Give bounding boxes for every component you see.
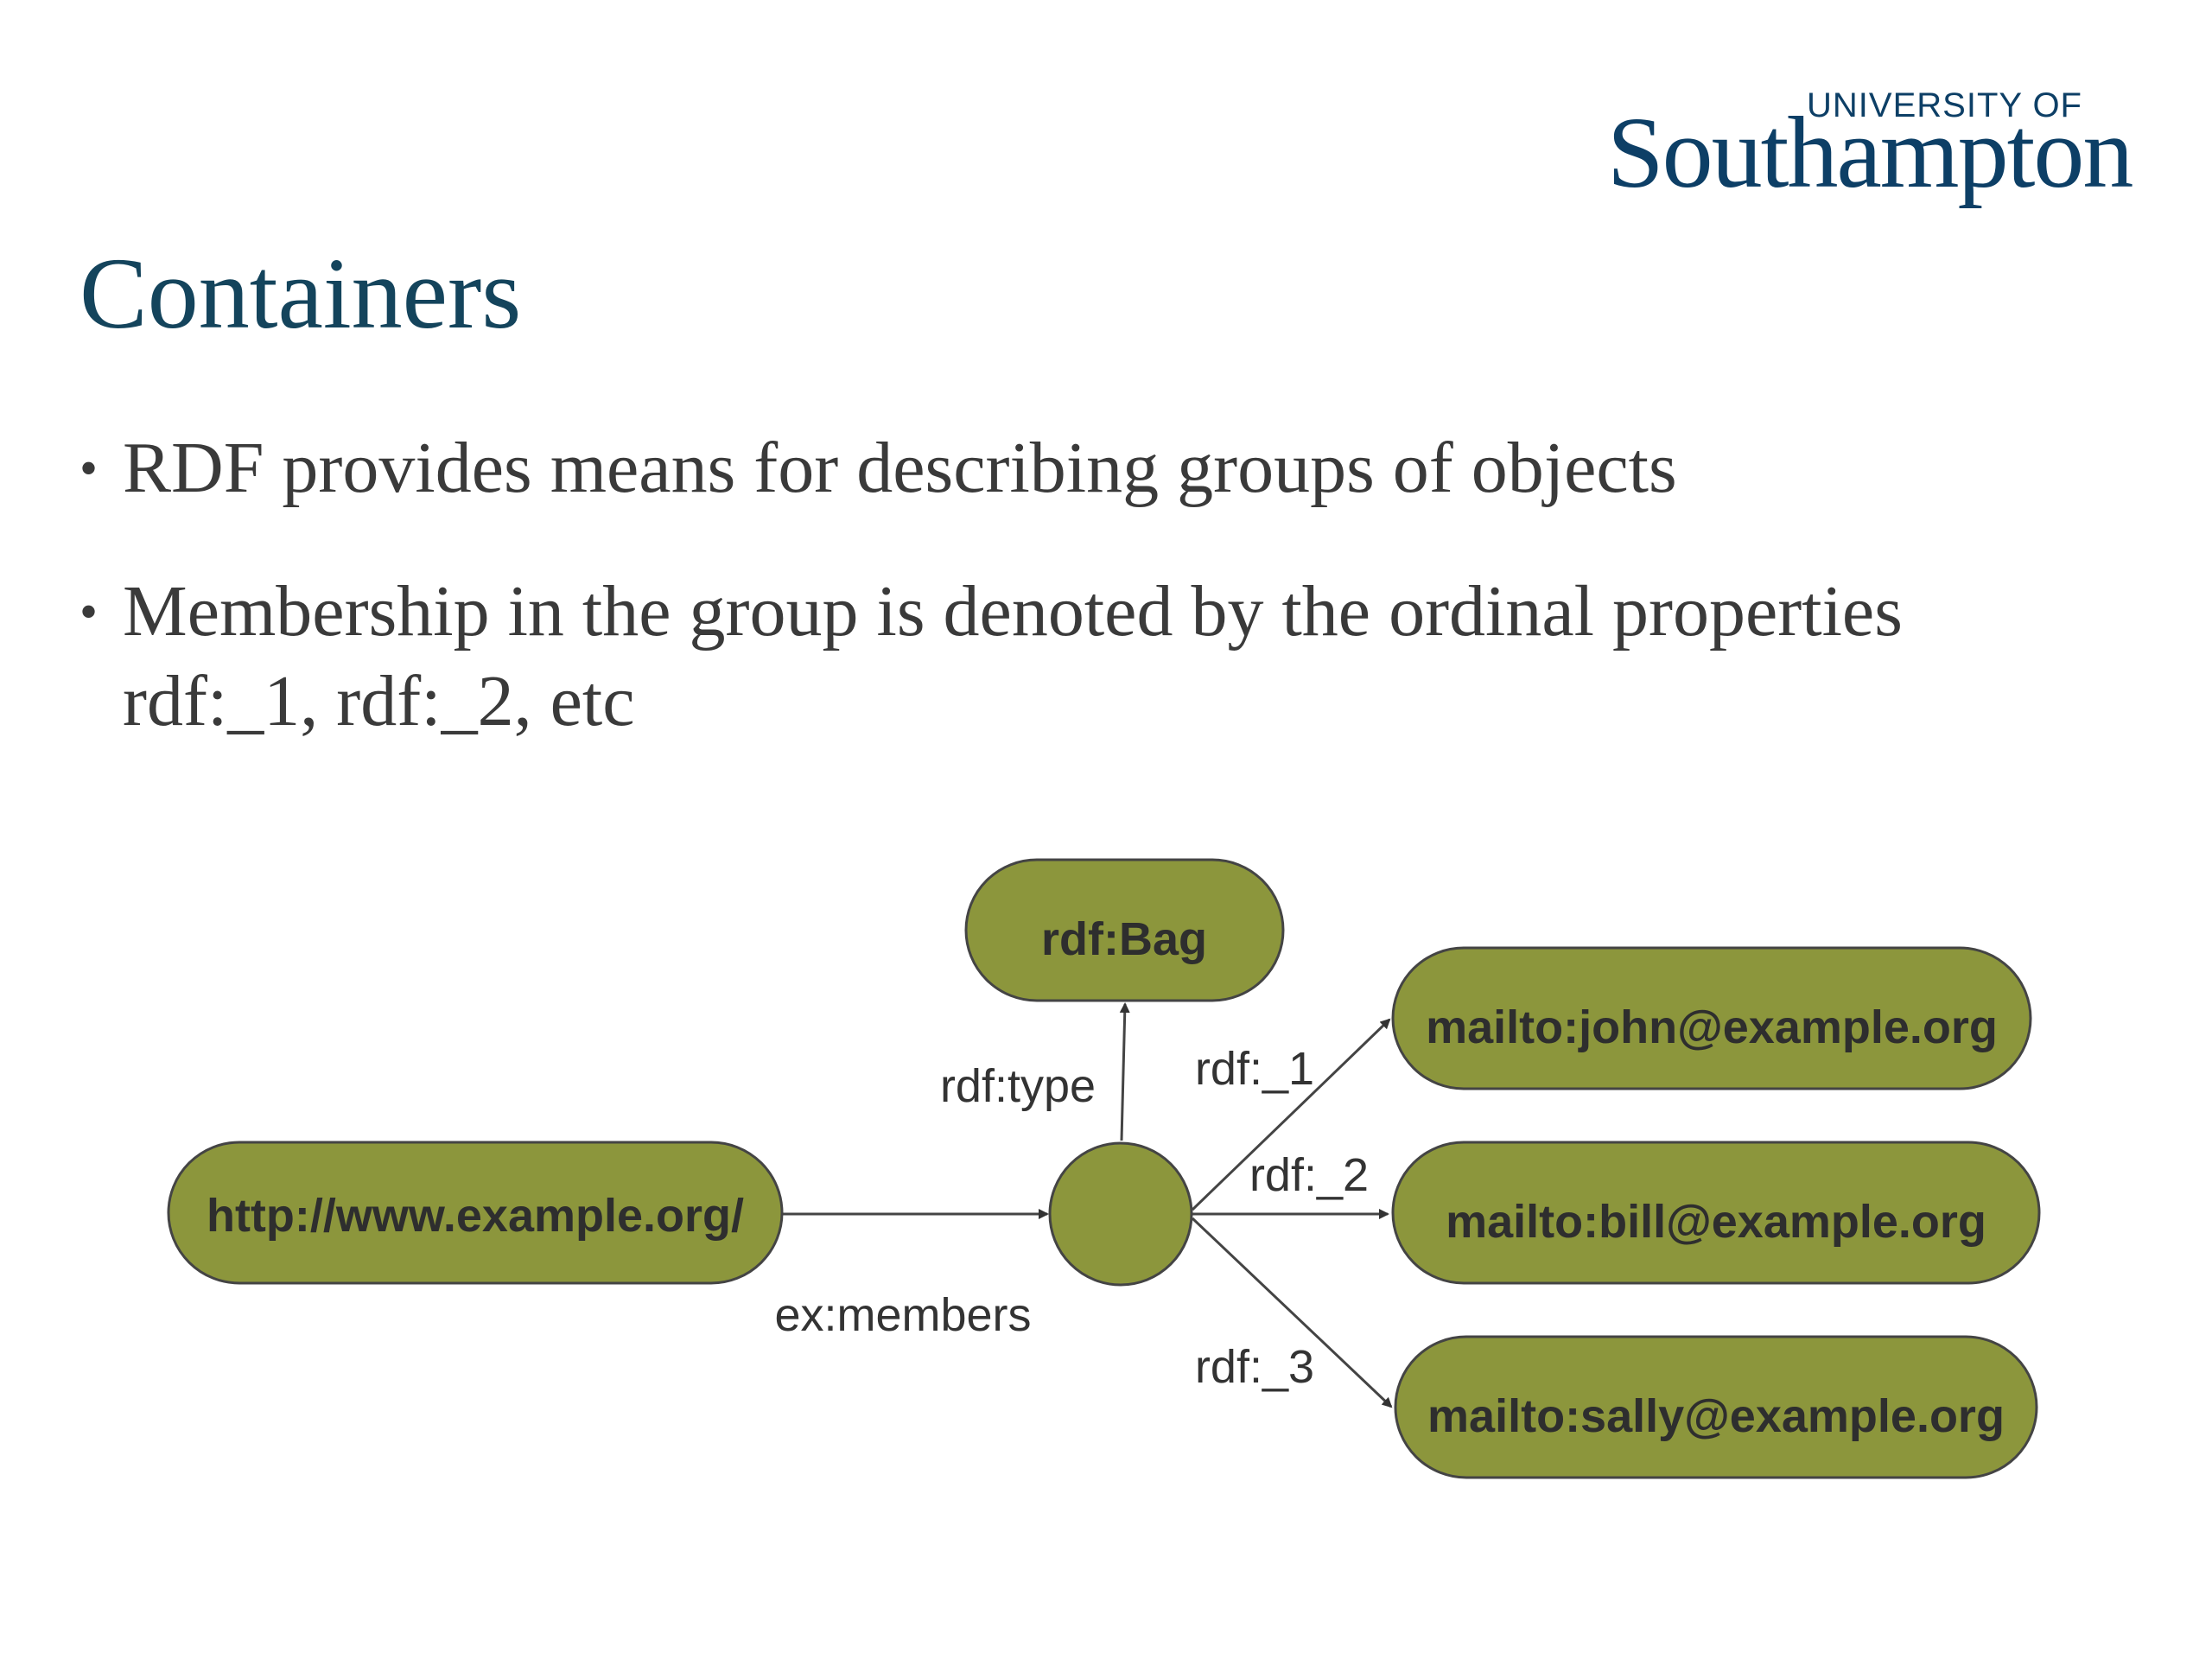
bullet-list: • RDF provides means for describing grou… [79, 423, 2067, 800]
bullet-text: RDF provides means for describing groups… [123, 428, 1677, 508]
node-subject: http://www.example.org/ [167, 1141, 784, 1285]
node-type: rdf:Bag [964, 858, 1285, 1002]
bullet-item: • RDF provides means for describing grou… [79, 423, 2067, 513]
node-member-3: mailto:sally@example.org [1394, 1335, 2038, 1479]
node-member-1: mailto:john@example.org [1391, 946, 2032, 1090]
node-blank [1048, 1141, 1193, 1287]
node-member-1-label: mailto:john@example.org [1426, 1001, 1998, 1053]
edge-member-1 [1191, 1018, 1391, 1211]
edge-type [1119, 1002, 1130, 1141]
node-subject-label: http://www.example.org/ [207, 1190, 744, 1242]
edge-type-label: rdf:type [940, 1060, 1096, 1112]
node-member-3-label: mailto:sally@example.org [1427, 1390, 2005, 1442]
edge-member-3 [1191, 1217, 1393, 1408]
bullet-item: • Membership in the group is denoted by … [79, 567, 2067, 747]
bullet-dot-icon: • [79, 440, 99, 497]
university-logo: UNIVERSITY OF Southampton [1607, 86, 2152, 216]
node-member-2-label: mailto:bill@example.org [1446, 1196, 1986, 1248]
logo-main-text: Southampton [1607, 96, 2133, 209]
edge-members-label: ex:members [774, 1289, 1031, 1341]
node-member-2: mailto:bill@example.org [1391, 1141, 2041, 1285]
bullet-text: Membership in the group is denoted by th… [123, 571, 1903, 741]
slide-title: Containers [79, 237, 522, 350]
edge-member-1-label: rdf:_1 [1195, 1043, 1314, 1095]
bullet-dot-icon: • [79, 583, 99, 640]
node-type-label: rdf:Bag [1041, 913, 1207, 965]
logo-top-text: UNIVERSITY OF [1807, 86, 2082, 124]
edge-member-2-label: rdf:_2 [1249, 1149, 1369, 1201]
edge-member-3-label: rdf:_3 [1195, 1341, 1314, 1393]
